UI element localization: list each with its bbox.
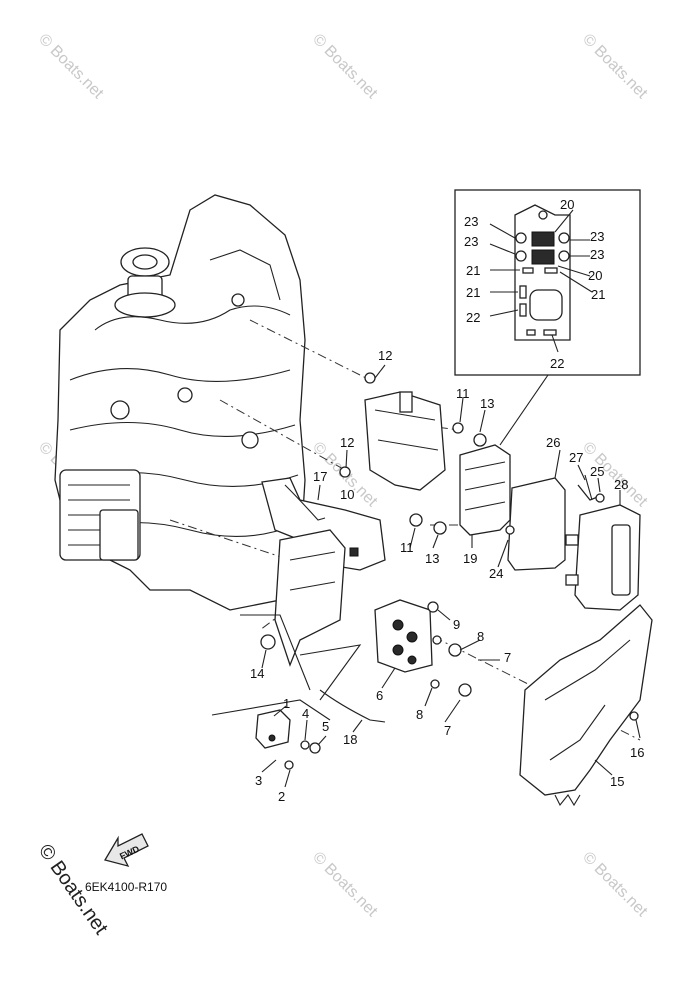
engine-block: [54, 194, 306, 611]
callout-8-lower: 8: [416, 707, 423, 722]
watermark-bottom-right: © Boats.net: [579, 849, 651, 921]
callout-1: 1: [283, 696, 290, 711]
callout-22-left: 22: [466, 310, 480, 325]
callout-23-left-lower: 23: [464, 234, 478, 249]
callout-23-right-upper: 23: [590, 229, 604, 244]
cover-28: [565, 504, 641, 611]
callout-21-left-lower: 21: [466, 285, 480, 300]
callout-13-lower: 13: [425, 551, 439, 566]
electrical-frame: [364, 391, 446, 491]
callout-11-lower: 11: [400, 540, 414, 555]
leader-lines: [261, 364, 641, 788]
cover-15: [519, 604, 653, 807]
bracket-14: [260, 529, 346, 667]
relay-1: [255, 709, 291, 749]
callout-7-lower: 7: [444, 723, 451, 738]
connectors-25-27: [577, 474, 605, 503]
wire-routing: [211, 614, 362, 721]
coil-19: [459, 444, 511, 536]
callout-26: 26: [546, 435, 560, 450]
gasket-26: [507, 477, 566, 571]
callout-19: 19: [463, 551, 477, 566]
cable-18: [319, 689, 386, 723]
diagram-code: 6EK4100-R170: [85, 880, 167, 894]
callout-22-bottom: 22: [550, 356, 564, 371]
inset-gasket-detail: [454, 189, 641, 446]
callout-6: 6: [376, 688, 383, 703]
callout-5: 5: [322, 719, 329, 734]
callout-16: 16: [630, 745, 644, 760]
callout-28: 28: [614, 477, 628, 492]
fwd-arrow: FWD: [104, 833, 149, 867]
callout-20-lower: 20: [588, 268, 602, 283]
watermark-bottom-center: © Boats.net: [309, 849, 381, 921]
bracket-10: [261, 477, 386, 571]
callout-20-upper: 20: [560, 197, 574, 212]
cable-17: [284, 484, 326, 521]
callout-15: 15: [610, 774, 624, 789]
callout-13-upper: 13: [480, 396, 494, 411]
callout-14: 14: [250, 666, 264, 681]
callout-18: 18: [343, 732, 357, 747]
callout-8-upper: 8: [477, 629, 484, 644]
callout-27: 27: [569, 450, 583, 465]
bolts: [284, 372, 639, 770]
callout-2: 2: [278, 789, 285, 804]
callout-3: 3: [255, 773, 262, 788]
callout-21-left-upper: 21: [466, 263, 480, 278]
callout-17: 17: [313, 469, 327, 484]
watermark-top-left: © Boats.net: [35, 31, 107, 103]
callout-25: 25: [590, 464, 604, 479]
callout-11-upper: 11: [456, 386, 470, 401]
callout-numbers: 1 2 3 4 5 6 7 7 8 8 9 10 11 11 12 12 13 …: [250, 197, 644, 804]
callout-23-right-lower: 23: [590, 247, 604, 262]
callout-7-upper: 7: [504, 650, 511, 665]
callout-12-lower: 12: [340, 435, 354, 450]
watermark-top-right: © Boats.net: [579, 31, 651, 103]
callout-4: 4: [302, 706, 309, 721]
callout-23-left-upper: 23: [464, 214, 478, 229]
callout-9: 9: [453, 617, 460, 632]
callout-12-upper: 12: [378, 348, 392, 363]
callout-21-right: 21: [591, 287, 605, 302]
callout-10: 10: [340, 487, 354, 502]
callout-24: 24: [489, 566, 503, 581]
watermark-top-center: © Boats.net: [309, 31, 381, 103]
relay-box-6: [374, 599, 433, 673]
